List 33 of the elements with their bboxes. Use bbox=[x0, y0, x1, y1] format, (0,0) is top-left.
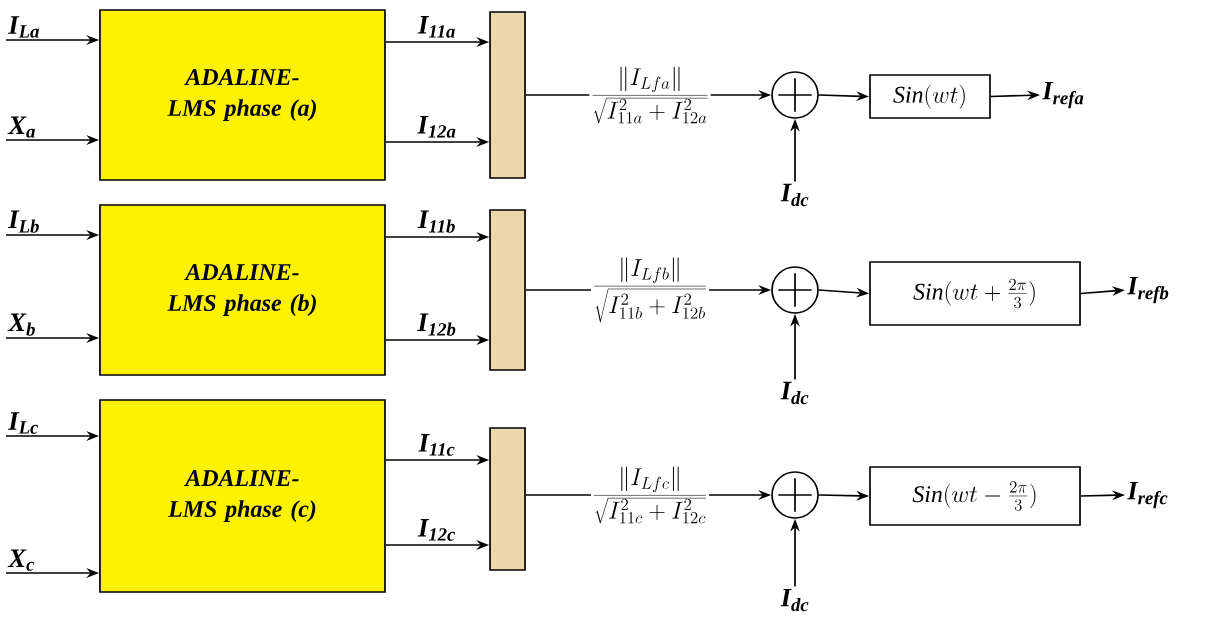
sine-block: $\mathit{Sin}(wt-\frac{2\pi}{3})$ bbox=[869, 466, 1081, 526]
edge-label: I$_{11a}$ bbox=[417, 16, 455, 38]
sum-circle bbox=[771, 266, 819, 314]
input-label: I$_{Lc}$ bbox=[8, 412, 39, 434]
mux-bar bbox=[489, 11, 526, 179]
edge-label: $\frac{\|I_{Lfc}\|}{\sqrt{I_{11c}^{2}+I_{12c}^{2}}}$ bbox=[590, 465, 710, 525]
mux-bar bbox=[489, 427, 526, 571]
input-label: I$_{La}$ bbox=[8, 16, 39, 38]
dc-current-label: I$_{dc}$ bbox=[780, 588, 809, 612]
input-label: X$_{a}$ bbox=[7, 116, 35, 138]
sine-block: $\mathit{Sin}(wt+\frac{2\pi}{3})$ bbox=[869, 261, 1081, 326]
sine-block: $\mathit{Sin}(wt)$ bbox=[869, 74, 991, 119]
edge-label: I$_{12c}$ bbox=[417, 519, 456, 541]
edge-label: $\frac{\|I_{Lfa}\|}{\sqrt{I_{11a}^{2}+I_{12a}^{2}}}$ bbox=[589, 65, 711, 125]
edge-label: I$_{12a}$ bbox=[417, 116, 456, 138]
edge-label: I$_{12b}$ bbox=[417, 313, 456, 336]
edge-label: I$_{11c}$ bbox=[418, 434, 455, 456]
adaline-block: ADALINE-LMS phase (b) bbox=[99, 204, 386, 376]
output-label: I$_{refc}$ bbox=[1127, 481, 1168, 509]
dc-current-label: I$_{dc}$ bbox=[780, 381, 809, 405]
sum-circle bbox=[771, 71, 819, 119]
mux-bar bbox=[489, 209, 526, 371]
input-label: X$_{b}$ bbox=[7, 313, 35, 336]
edge-label: I$_{11b}$ bbox=[417, 210, 455, 233]
adaline-block: ADALINE-LMS phase (c) bbox=[99, 399, 386, 593]
output-label: I$_{refa}$ bbox=[1042, 81, 1084, 109]
edge-label: $\frac{\|I_{Lfb}\|}{\sqrt{I_{11b}^{2}+I_{12b}^{2}}}$ bbox=[591, 256, 709, 324]
input-label: I$_{Lb}$ bbox=[8, 210, 39, 233]
adaline-block: ADALINE-LMS phase (a) bbox=[99, 9, 386, 181]
output-label: I$_{refb}$ bbox=[1127, 276, 1169, 304]
dc-current-label: I$_{dc}$ bbox=[780, 183, 809, 207]
sum-circle bbox=[771, 471, 819, 519]
input-label: X$_{c}$ bbox=[7, 549, 35, 571]
